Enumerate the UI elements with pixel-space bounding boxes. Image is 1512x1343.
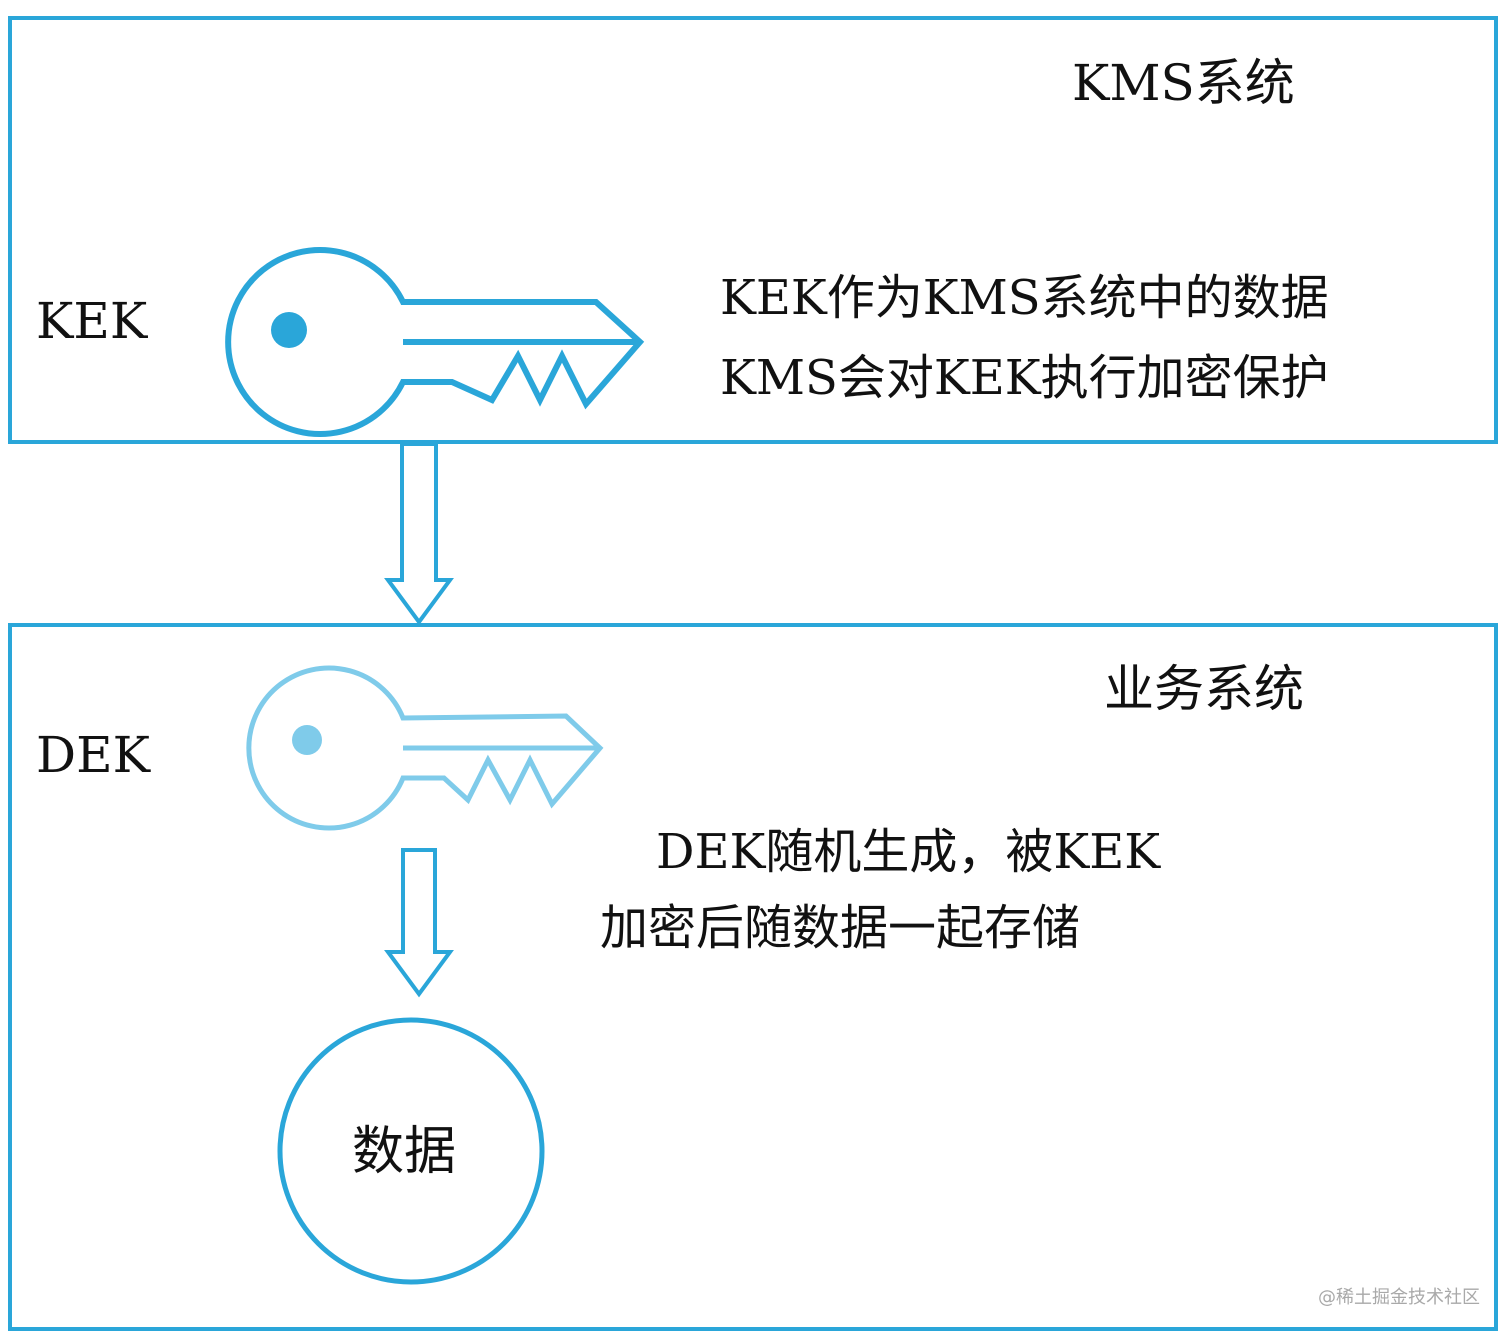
dek-label: DEK xyxy=(36,726,150,784)
business-system-box xyxy=(8,623,1498,1331)
business-description-line1: DEK随机生成，被KEK xyxy=(656,824,1161,880)
kms-system-title: KMS系统 xyxy=(1072,54,1295,112)
data-node-label: 数据 xyxy=(352,1122,457,1182)
kms-system-box xyxy=(8,16,1498,444)
kms-description-line1: KEK作为KMS系统中的数据 xyxy=(720,270,1329,326)
business-description-line2: 加密后随数据一起存储 xyxy=(600,900,1081,956)
kek-label: KEK xyxy=(36,292,148,350)
watermark: @稀土掘金技术社区 xyxy=(1318,1287,1480,1308)
kms-description-line2: KMS会对KEK执行加密保护 xyxy=(720,350,1329,406)
business-system-title: 业务系统 xyxy=(1104,660,1304,718)
